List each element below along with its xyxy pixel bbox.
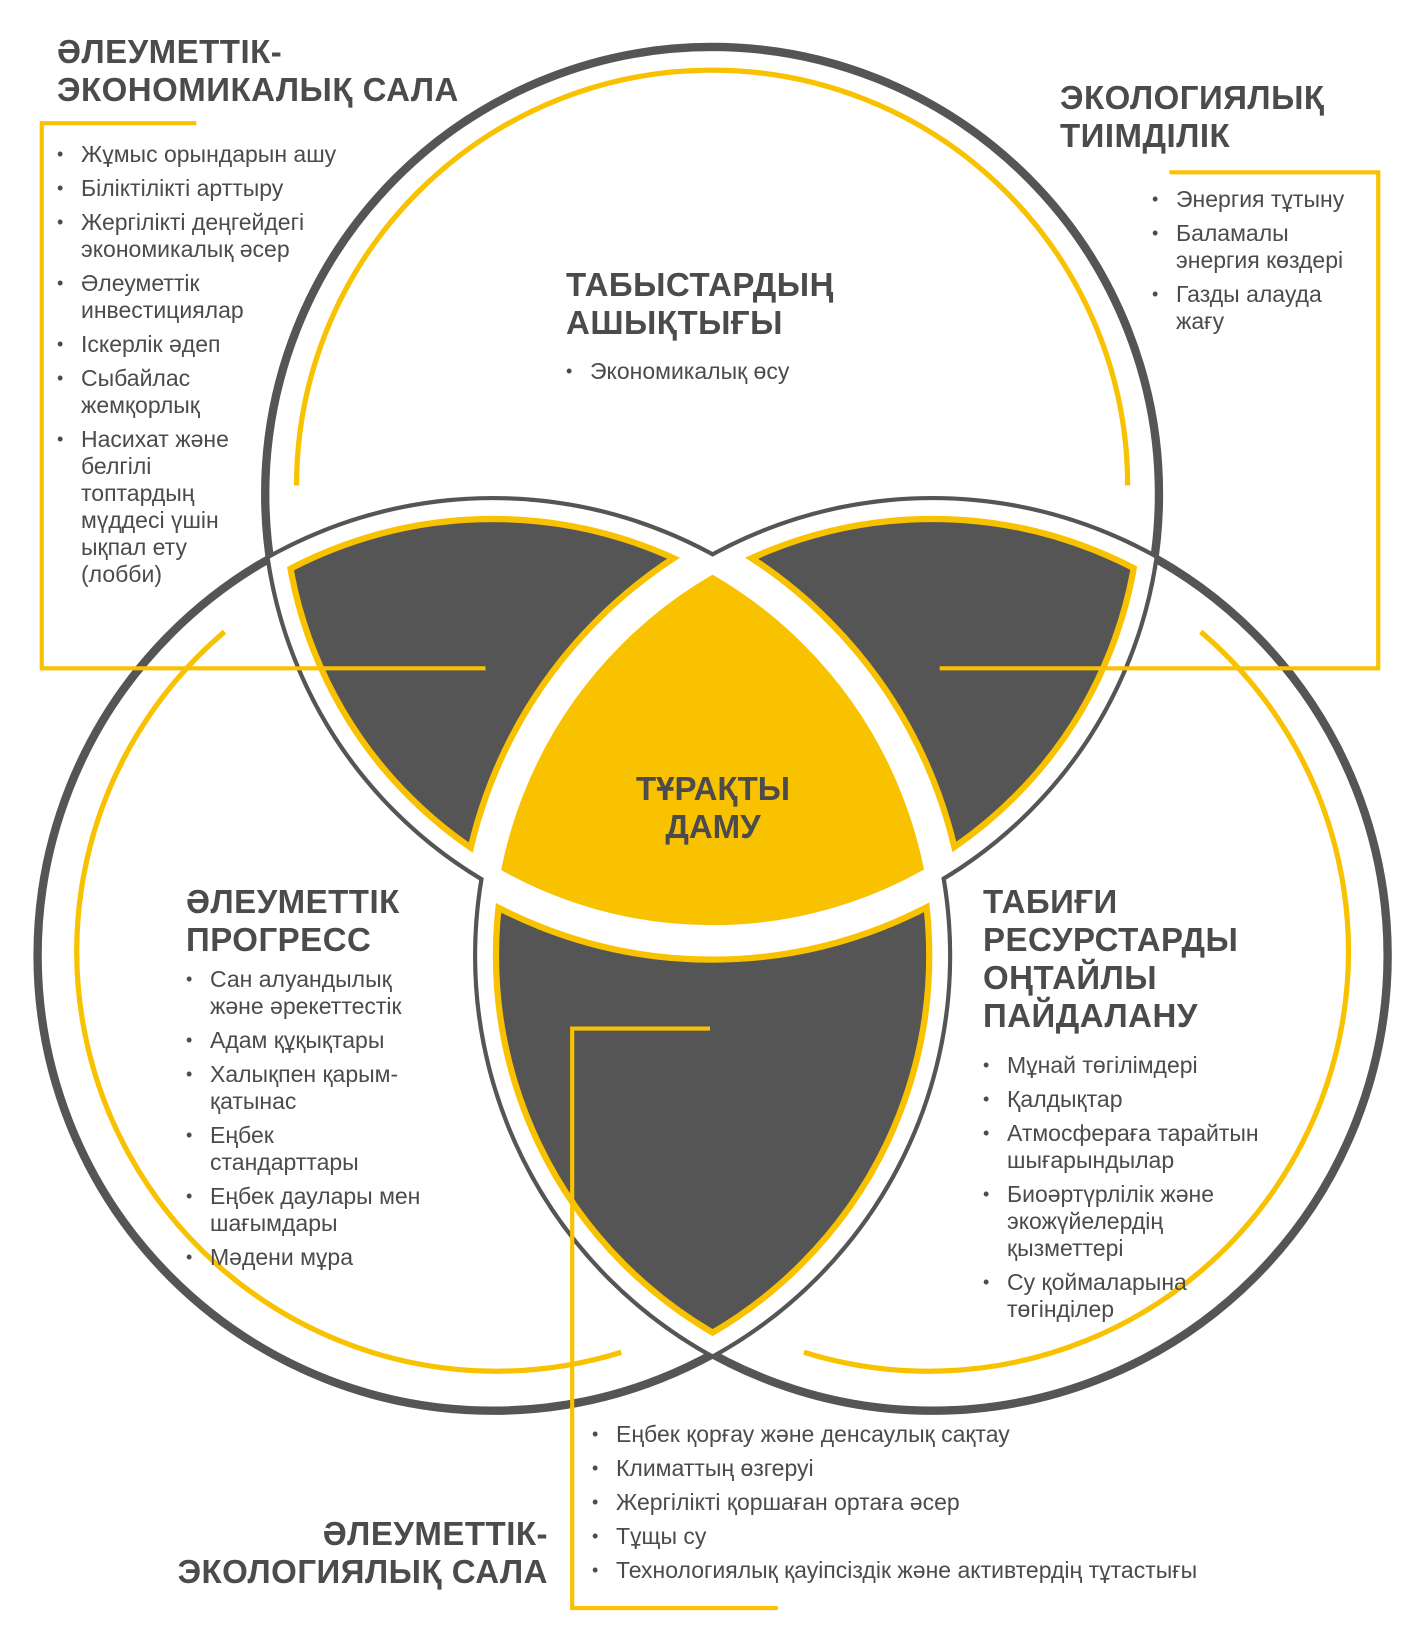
center-sustainable-development xyxy=(477,500,949,941)
title-line: ОҢТАЙЛЫ xyxy=(983,959,1158,996)
list-item: Сыбайлас жемқорлық xyxy=(57,365,221,419)
title-line: ƏЛЕУМЕТТІК- xyxy=(57,33,283,70)
list-item: Атмосфераға тарайтын шығарындылар xyxy=(983,1120,1272,1174)
list-item: Экономикалық өсу xyxy=(566,358,866,385)
list-item: Адам құқықтары xyxy=(186,1027,426,1054)
list-item: Іскерлік әдеп xyxy=(57,331,357,358)
list-item: Сан алуандылық және әрекеттестік xyxy=(186,966,425,1020)
title-line: ЭКОЛОГИЯЛЫҚ САЛА xyxy=(177,1553,548,1590)
title-line: ДАМУ xyxy=(665,808,761,845)
socio-ecological-title: ƏЛЕУМЕТТІК- ЭКОЛОГИЯЛЫҚ САЛА xyxy=(100,1515,548,1591)
connector-bottom xyxy=(570,1026,778,1611)
connector-lines xyxy=(39,121,1381,1611)
connector-right xyxy=(939,170,1381,671)
list-item: Еңбек даулары мен шағымдары xyxy=(186,1183,440,1237)
connector-left xyxy=(39,121,486,671)
list-item: Халықпен қарым-қатынас xyxy=(186,1061,430,1115)
inner-arc-top xyxy=(293,67,1131,486)
inner-arc-right xyxy=(803,629,1351,1374)
list-item: Жергілікті деңгейдегі экономикалық әсер xyxy=(57,209,321,263)
list-item: Мәдени мұра xyxy=(186,1244,426,1271)
list-item: Жұмыс орындарын ашу xyxy=(57,141,357,168)
title-line: ТАБЫСТАРДЫҢ xyxy=(566,266,834,303)
natural-resources-title: ТАБИҒИ РЕСУРСТАРДЫ ОҢТАЙЛЫ ПАЙДАЛАНУ xyxy=(983,883,1238,1035)
title-line: ТАБИҒИ xyxy=(983,883,1118,920)
socio-economic-title: ƏЛЕУМЕТТІК- ЭКОНОМИКАЛЫҚ САЛА xyxy=(57,33,459,109)
overlap-regions xyxy=(15,25,1410,1433)
socio-ecological-list: Еңбек қорғау және денсаулық сақтау Клима… xyxy=(592,1421,1292,1591)
list-item: Газды алауда жағу xyxy=(1152,281,1346,335)
list-item: Жергілікті қоршаған ортаға әсер xyxy=(592,1489,1292,1516)
list-item: Әлеуметтік инвестициялар xyxy=(57,270,281,324)
title-line: ƏЛЕУМЕТТІК- xyxy=(322,1515,548,1552)
income-transparency-title: ТАБЫСТАРДЫҢ АШЫҚТЫҒЫ xyxy=(566,266,834,342)
list-item: Қалдықтар xyxy=(983,1086,1263,1113)
social-progress-title: ƏЛЕУМЕТТІК ПРОГРЕСС xyxy=(186,883,400,959)
socio-economic-list: Жұмыс орындарын ашу Біліктілікті арттыру… xyxy=(57,141,357,595)
title-line: ТҰРАҚТЫ xyxy=(635,770,791,807)
title-line: ƏЛЕУМЕТТІК xyxy=(186,883,400,920)
title-line: ТИІМДІЛІК xyxy=(1060,117,1231,154)
sustainable-development-title: ТҰРАҚТЫ ДАМУ xyxy=(563,770,863,846)
list-item: Энергия тұтыну xyxy=(1152,186,1372,213)
inner-arcs xyxy=(74,67,1351,1374)
list-item: Тұщы су xyxy=(592,1523,1292,1550)
title-line: ЭКОЛОГИЯЛЫҚ xyxy=(1060,79,1325,116)
list-item: Еңбек қорғау және денсаулық сақтау xyxy=(592,1421,1292,1448)
list-item: Технологиялық қауіпсіздік және активтерд… xyxy=(592,1557,1292,1584)
inner-arc-left xyxy=(74,629,623,1374)
title-line: ПРОГРЕСС xyxy=(186,921,372,958)
list-item: Баламалы энергия көздері xyxy=(1152,220,1372,274)
list-item: Биоәртүрлілік және экожүйелердің қызметт… xyxy=(983,1181,1257,1262)
list-item: Су қоймаларына төгінділер xyxy=(983,1269,1222,1323)
eco-efficiency-title: ЭКОЛОГИЯЛЫҚ ТИІМДІЛІК xyxy=(1060,79,1325,155)
eco-efficiency-list: Энергия тұтыну Баламалы энергия көздері … xyxy=(1152,186,1372,342)
social-progress-list: Сан алуандылық және әрекеттестік Адам құ… xyxy=(186,966,426,1278)
title-line: ЭКОНОМИКАЛЫҚ САЛА xyxy=(57,71,459,108)
list-item: Насихат және белгілі топтардың мүддесі ү… xyxy=(57,426,231,588)
natural-resources-list: Мұнай төгілімдері Қалдықтар Атмосфераға … xyxy=(983,1052,1263,1330)
list-item: Біліктілікті арттыру xyxy=(57,175,357,202)
title-line: РЕСУРСТАРДЫ xyxy=(983,921,1239,958)
title-line: АШЫҚТЫҒЫ xyxy=(566,304,783,341)
list-item: Мұнай төгілімдері xyxy=(983,1052,1263,1079)
list-item: Климаттың өзгеруі xyxy=(592,1455,1292,1482)
income-transparency-list: Экономикалық өсу xyxy=(566,358,866,392)
list-item: Еңбек стандарттары xyxy=(186,1122,426,1176)
title-line: ПАЙДАЛАНУ xyxy=(983,997,1198,1034)
